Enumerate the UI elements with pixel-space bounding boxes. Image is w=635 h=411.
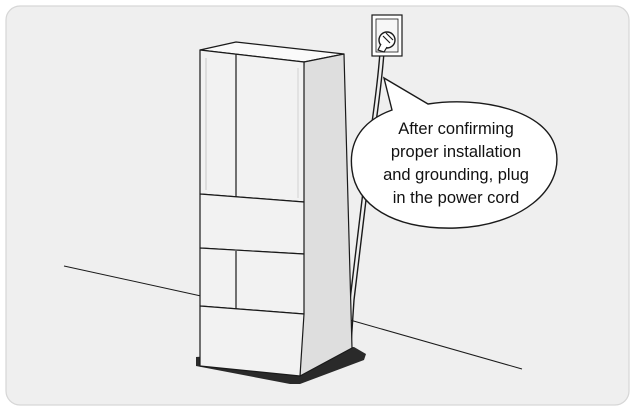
refrigerator-illustration (200, 42, 352, 376)
callout-line-1: After confirming (368, 118, 544, 141)
callout-line-3: and grounding, plug (368, 164, 544, 187)
callout-line-2: proper installation (368, 141, 544, 164)
callout-text: After confirming proper installation and… (368, 118, 544, 210)
callout-line-4: in the power cord (368, 187, 544, 210)
